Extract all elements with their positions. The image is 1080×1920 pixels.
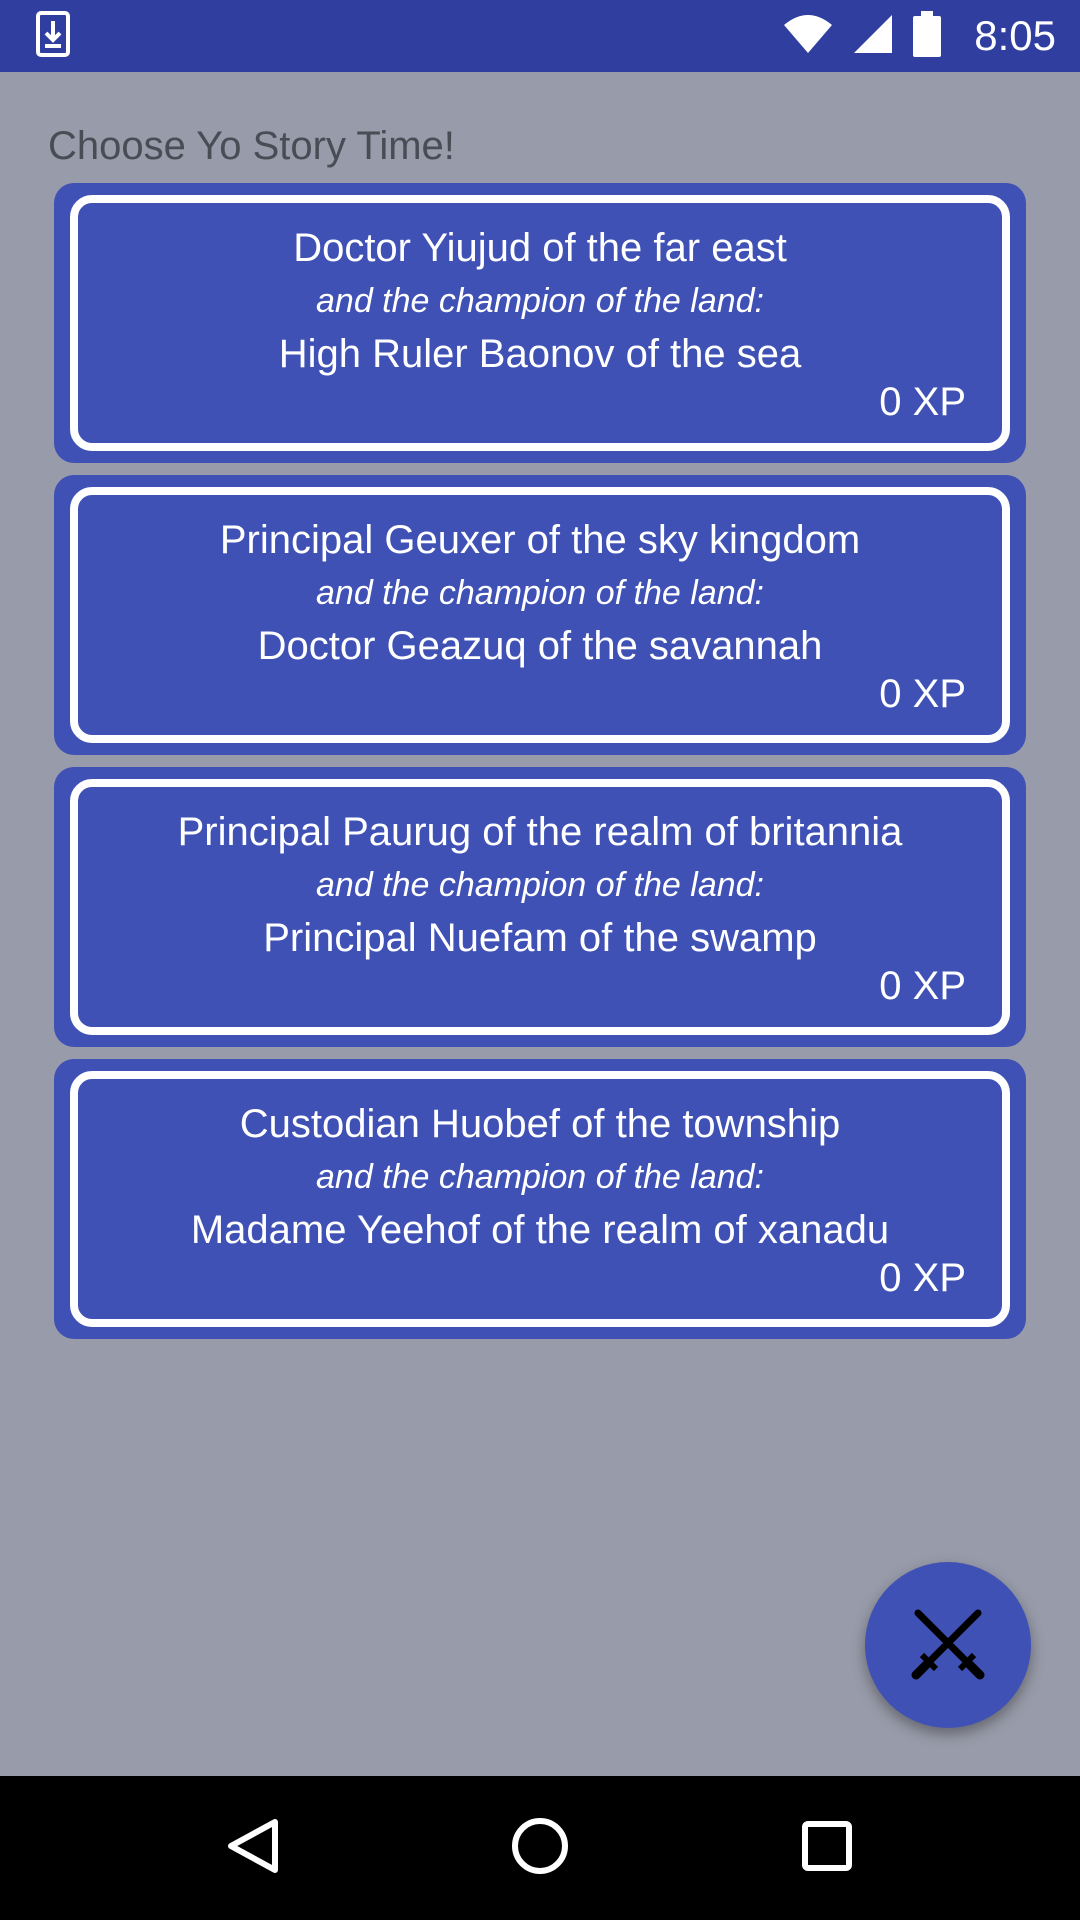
story-card-frame: Doctor Yiujud of the far east and the ch… xyxy=(70,195,1010,451)
status-time: 8:05 xyxy=(974,12,1056,59)
back-icon xyxy=(223,1816,283,1880)
story-card[interactable]: Doctor Yiujud of the far east and the ch… xyxy=(54,183,1026,463)
hero-name: Doctor Yiujud of the far east xyxy=(293,226,787,270)
hero-name: Principal Geuxer of the sky kingdom xyxy=(219,518,861,562)
connector-text: and the champion of the land: xyxy=(316,866,764,904)
story-card-frame: Principal Paurug of the realm of britann… xyxy=(70,779,1010,1035)
crossed-swords-icon xyxy=(908,1603,988,1687)
champion-name: High Ruler Baonov of the sea xyxy=(278,332,802,376)
recents-button[interactable] xyxy=(767,1788,887,1908)
story-card[interactable]: Principal Geuxer of the sky kingdom and … xyxy=(54,475,1026,755)
battle-fab-button[interactable] xyxy=(865,1562,1031,1728)
champion-name: Principal Nuefam of the swamp xyxy=(263,916,817,960)
page-title: Choose Yo Story Time! xyxy=(48,124,455,168)
story-card-frame: Custodian Huobef of the township and the… xyxy=(70,1071,1010,1327)
wifi-icon xyxy=(782,13,834,59)
story-card-frame: Principal Geuxer of the sky kingdom and … xyxy=(70,487,1010,743)
connector-text: and the champion of the land: xyxy=(316,574,764,612)
xp-label: 0 XP xyxy=(879,672,966,716)
home-button[interactable] xyxy=(480,1788,600,1908)
recents-icon xyxy=(797,1816,857,1880)
champion-name: Madame Yeehof of the realm of xanadu xyxy=(190,1208,890,1252)
battery-icon xyxy=(912,11,942,61)
xp-label: 0 XP xyxy=(879,964,966,1008)
story-card[interactable]: Custodian Huobef of the township and the… xyxy=(54,1059,1026,1339)
back-button[interactable] xyxy=(193,1788,313,1908)
connector-text: and the champion of the land: xyxy=(316,282,764,320)
home-icon xyxy=(510,1816,570,1880)
hero-name: Custodian Huobef of the township xyxy=(239,1102,841,1146)
navigation-bar xyxy=(0,1776,1080,1920)
xp-label: 0 XP xyxy=(879,380,966,424)
story-list: Doctor Yiujud of the far east and the ch… xyxy=(54,183,1026,1351)
download-notification-icon xyxy=(36,11,70,61)
story-card[interactable]: Principal Paurug of the realm of britann… xyxy=(54,767,1026,1047)
xp-label: 0 XP xyxy=(879,1256,966,1300)
cell-signal-icon xyxy=(852,13,894,59)
champion-name: Doctor Geazuq of the savannah xyxy=(257,624,823,668)
hero-name: Principal Paurug of the realm of britann… xyxy=(177,810,903,854)
status-bar: 8:05 xyxy=(0,0,1080,72)
connector-text: and the champion of the land: xyxy=(316,1158,764,1196)
